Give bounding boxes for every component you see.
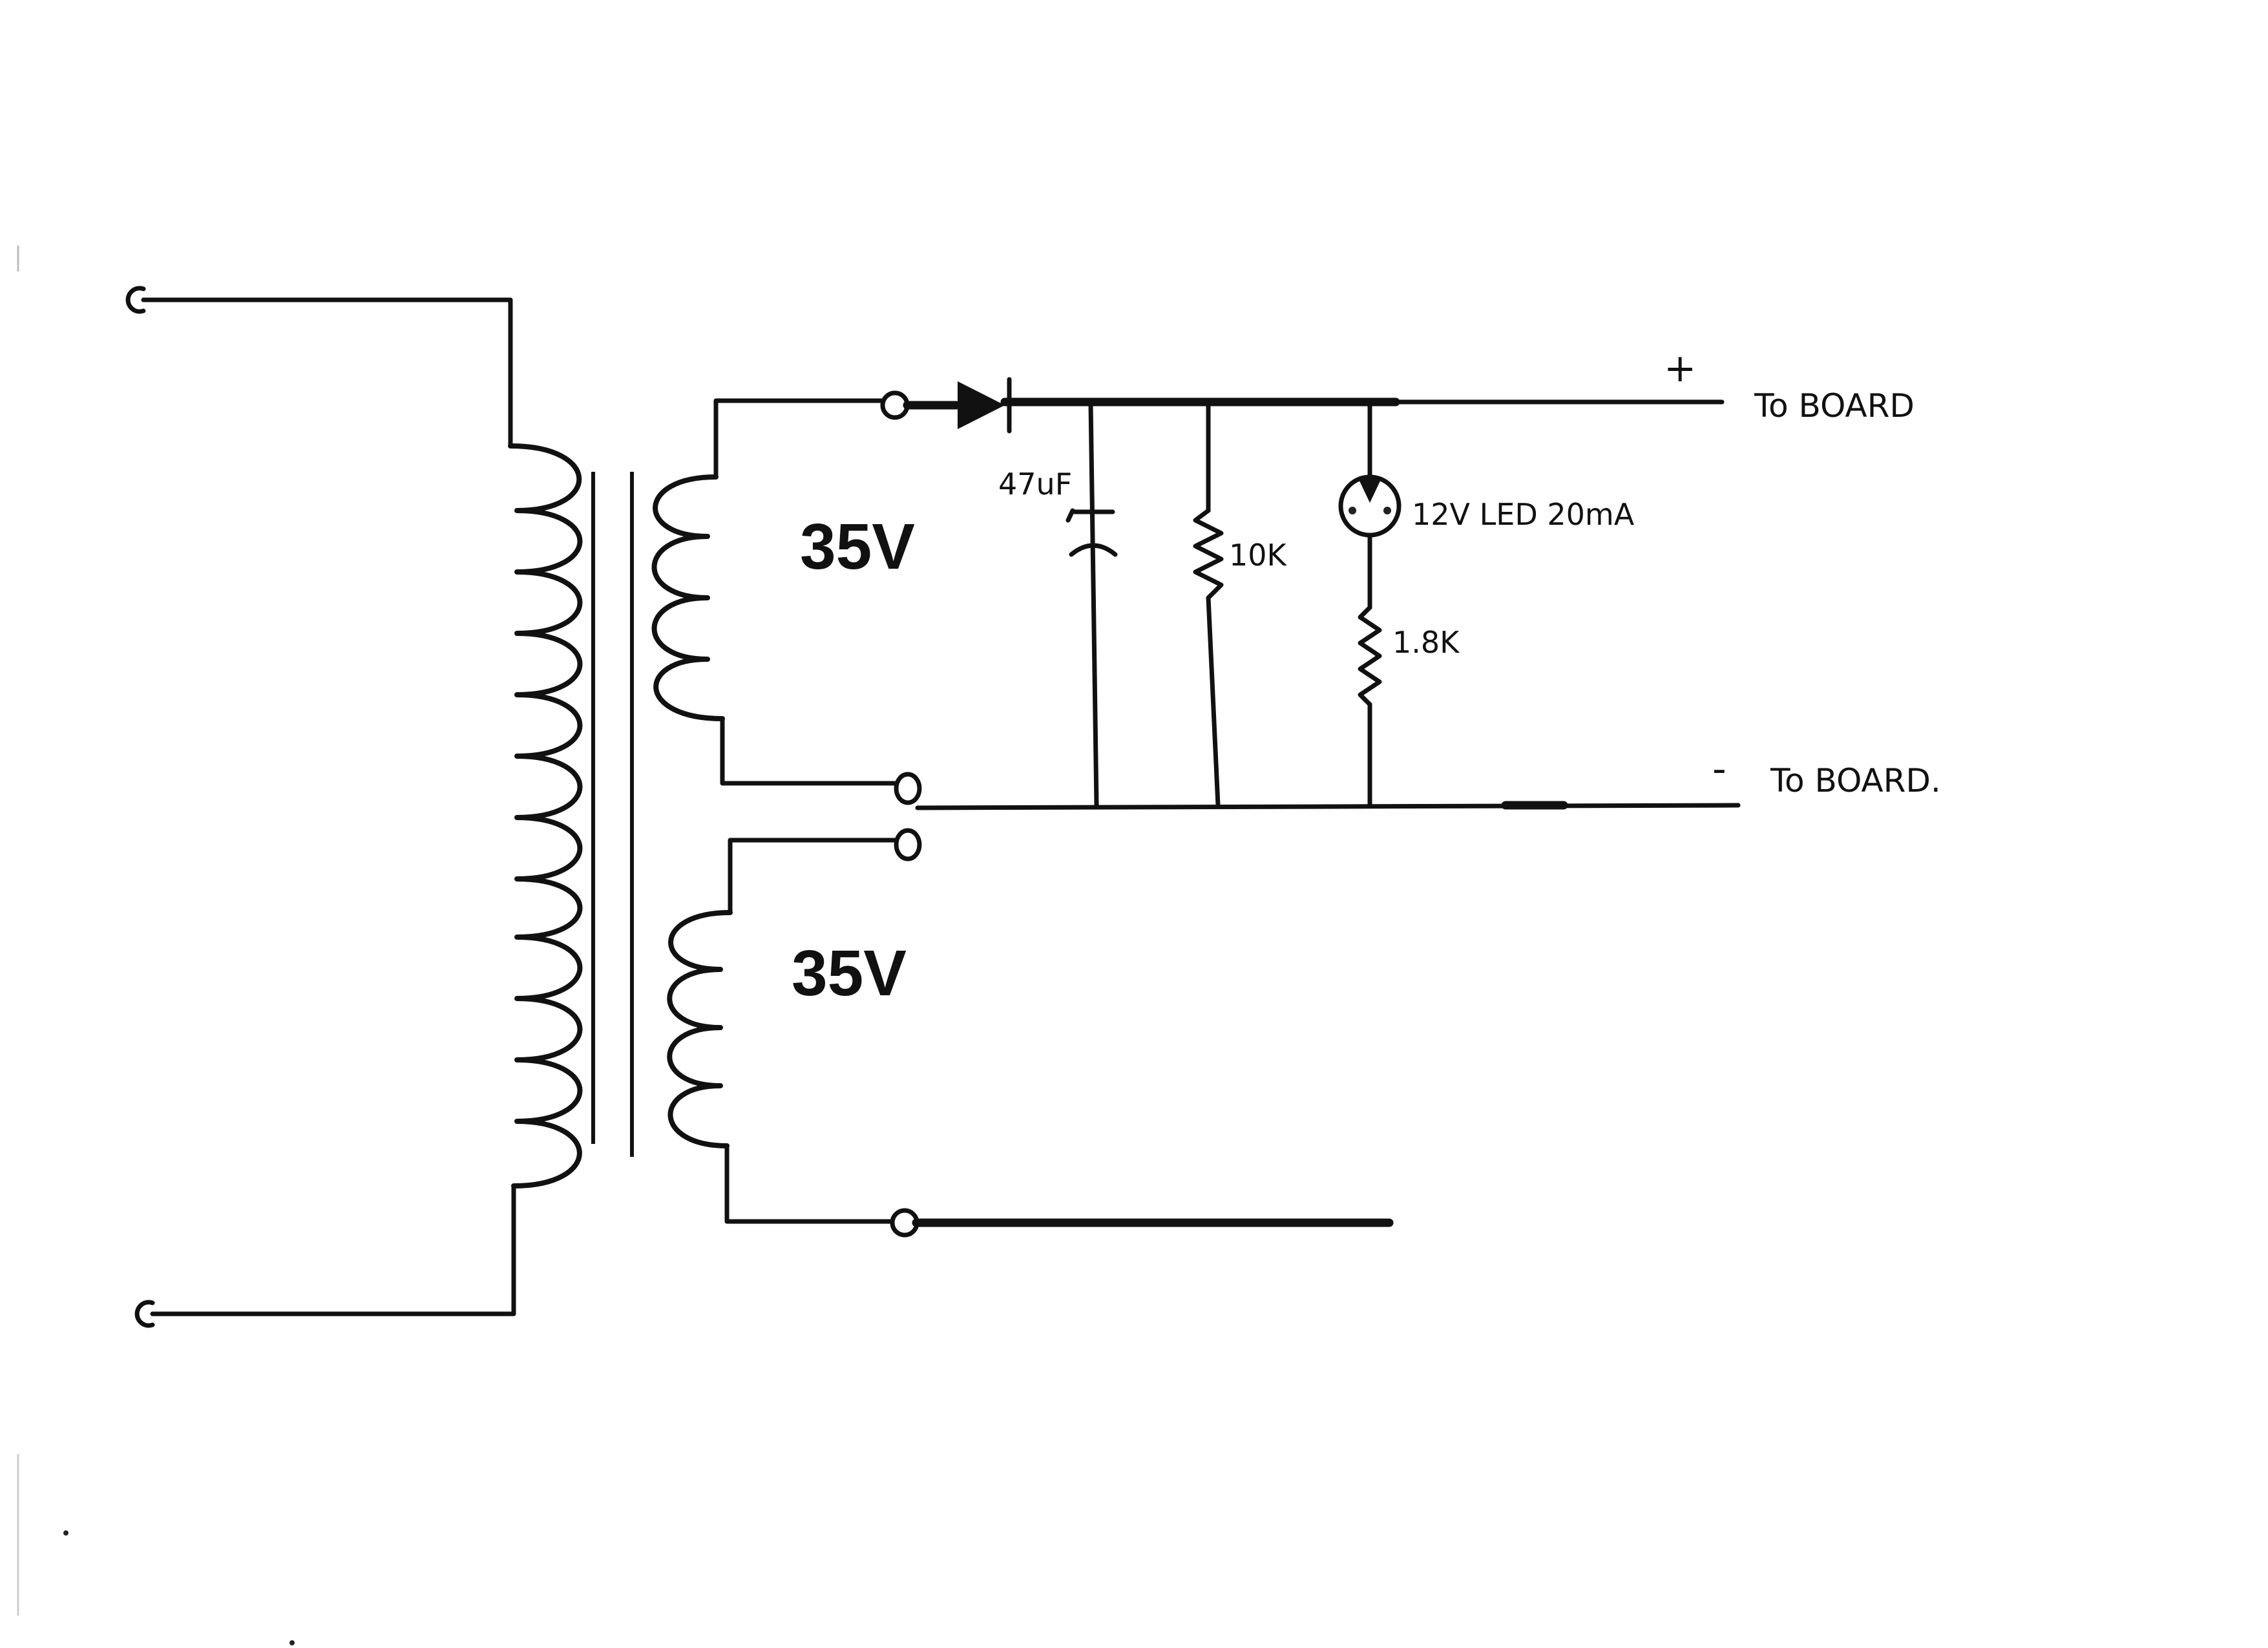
led-label: 12V LED 20mA xyxy=(1412,497,1635,532)
upper-voltage-label: 35V xyxy=(800,511,915,583)
primary-input xyxy=(125,286,516,1328)
rectifier-diode xyxy=(958,381,1005,429)
resistor-1-8k-label: 1.8K xyxy=(1392,625,1460,660)
led-branch xyxy=(1338,401,1402,808)
resistor-1-8k xyxy=(1358,605,1382,707)
terminal-center-tap-bottom xyxy=(894,828,922,861)
primary-winding xyxy=(508,443,583,1188)
led-symbol xyxy=(1358,478,1381,503)
primary-lead-top xyxy=(141,297,513,449)
minus-to-board-label: To BOARD. xyxy=(1770,762,1941,799)
minus-sign: - xyxy=(1712,746,1727,792)
resistor-10k-branch xyxy=(1193,401,1224,808)
terminal-center-tap-top xyxy=(894,772,922,805)
scan-edge-marks xyxy=(17,246,295,1645)
plus-sign: + xyxy=(1664,346,1696,391)
transformer-core xyxy=(591,472,634,1157)
capacitor-branch xyxy=(1066,401,1118,808)
primary-terminal-bottom xyxy=(134,1300,155,1328)
lower-secondary-winding xyxy=(667,838,904,1224)
primary-lead-bottom xyxy=(150,1183,516,1316)
lower-voltage-label: 35V xyxy=(792,937,907,1009)
positive-rail xyxy=(903,377,1725,434)
primary-terminal-top xyxy=(125,286,146,314)
resistor-10k-label: 10K xyxy=(1229,538,1288,573)
plus-to-board-label: To BOARD xyxy=(1754,387,1915,425)
negative-rail xyxy=(915,801,1741,810)
upper-secondary-winding xyxy=(651,398,904,786)
capacitor-label: 47uF xyxy=(998,467,1072,502)
